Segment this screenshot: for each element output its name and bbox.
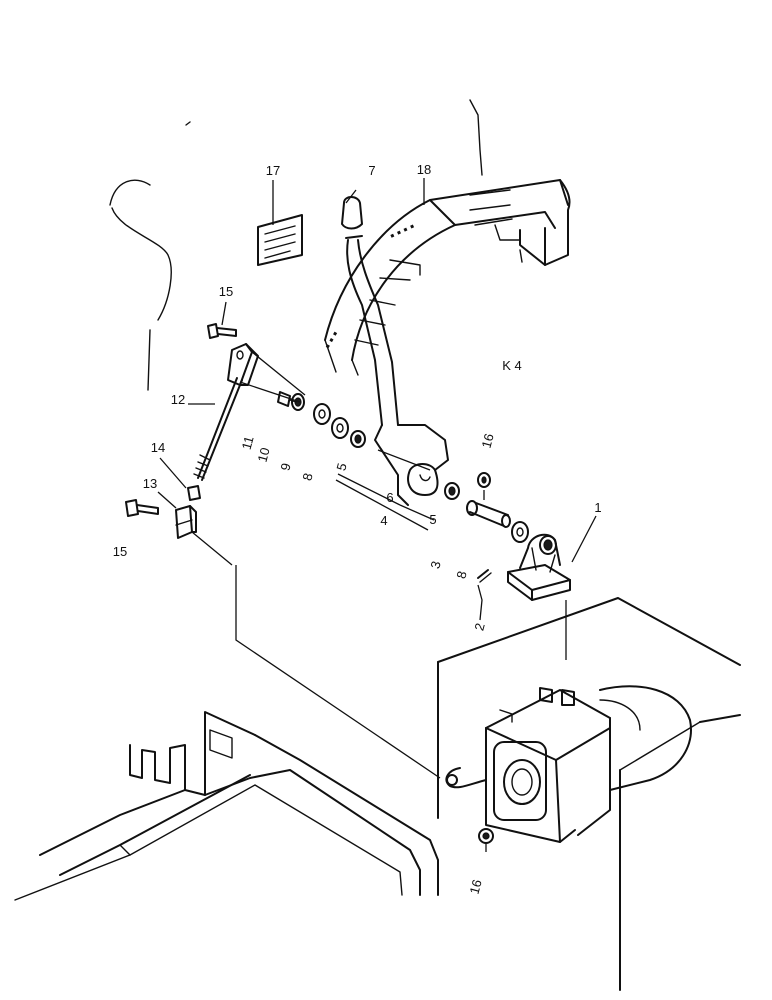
locknut: [187, 485, 201, 501]
diagram-code: K 4: [502, 358, 522, 373]
callouts: 17 7 18 15 12 11 10 9 8 5 6 4 5 16 3 8 2…: [113, 162, 602, 896]
callout-7: 7: [368, 163, 375, 178]
callout-17: 17: [266, 163, 280, 178]
callout-4: 4: [380, 513, 387, 528]
bolt-15-upper: [207, 323, 237, 339]
washer-8-front: [511, 521, 529, 543]
washer-9: [313, 403, 331, 425]
quadrant-markings: ▪▪▪: [320, 326, 343, 352]
bushing-5-rear: [350, 430, 366, 448]
callout-9: 9: [277, 461, 293, 472]
pivot-bracket: [507, 533, 571, 601]
callout-15-upper: 15: [219, 284, 233, 299]
nut-16-lower: [478, 828, 494, 852]
pedal-knob: [341, 196, 363, 230]
callout-1: 1: [594, 500, 601, 515]
callout-3: 3: [427, 559, 443, 570]
nut-16-upper: [477, 472, 491, 488]
callout-11: 11: [239, 434, 257, 451]
assembly-lines: [191, 178, 567, 779]
decal-plate: [257, 214, 303, 266]
callout-leaders: [157, 301, 597, 563]
bolt-11: [277, 391, 297, 407]
quadrant-markings: ▪▪▪▪: [387, 218, 419, 243]
callout-10: 10: [255, 446, 273, 464]
callout-5-rear: 5: [333, 461, 349, 472]
callout-18: 18: [417, 162, 431, 177]
clevis-upper: [227, 343, 259, 386]
callout-12: 12: [171, 392, 185, 407]
callout-14: 14: [151, 440, 165, 455]
callout-8-rear: 8: [299, 471, 315, 482]
tractor-body-outline: [109, 99, 483, 391]
gearbox: [437, 597, 741, 991]
washer-8-rear: [331, 417, 349, 439]
callout-16-upper: 16: [479, 432, 497, 450]
callout-6: 6: [386, 490, 393, 505]
bolt-15-lower: [125, 499, 159, 517]
callout-16-lower: 16: [467, 878, 485, 896]
callout-8-front: 8: [453, 569, 469, 580]
split-pin: [477, 569, 492, 583]
floor-plate: [14, 711, 439, 901]
callout-13: 13: [143, 476, 157, 491]
linkage-rod: [193, 377, 243, 481]
callout-2: 2: [471, 621, 487, 632]
callout-15-lower: 15: [113, 544, 127, 559]
bushing-5-front: [444, 482, 460, 500]
pivot-shaft: [466, 500, 511, 528]
pedal-lever: [345, 235, 449, 506]
quadrant-guide: ▪▪▪▪ ▪▪▪: [320, 179, 571, 376]
